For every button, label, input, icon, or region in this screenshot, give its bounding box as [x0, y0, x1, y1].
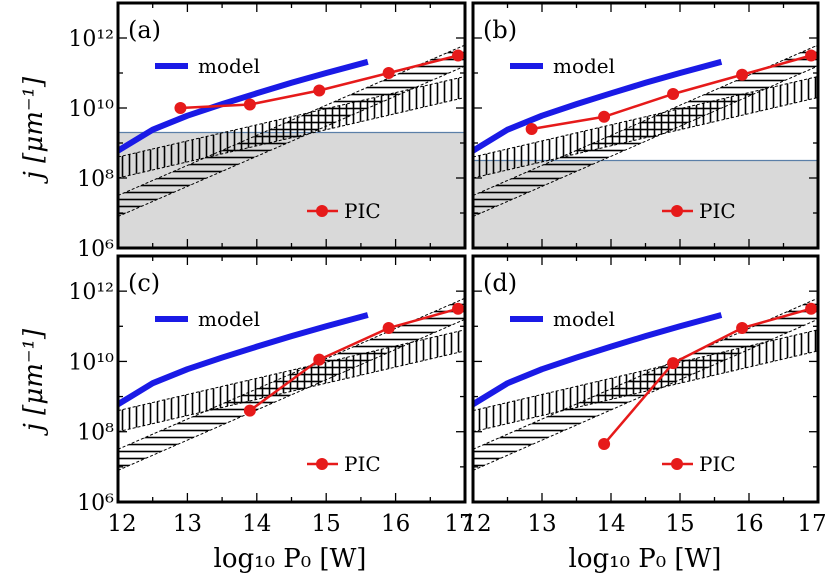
x-tick-label: 13: [173, 511, 202, 537]
pic-line: [249, 307, 459, 412]
pic-point: [667, 88, 680, 100]
y-axis-label-top: j [μm⁻¹]: [19, 76, 49, 184]
pic-point: [382, 67, 395, 79]
model-curve: [473, 58, 723, 154]
legend-pic-marker: [316, 205, 328, 217]
legend-model-label: model: [198, 307, 260, 331]
hatched-band-vertical: [473, 329, 818, 432]
x-tick-label: 16: [381, 511, 410, 537]
panel-label: (a): [128, 16, 161, 44]
legend-model-label: model: [553, 307, 615, 331]
band-lower-edge: [473, 97, 818, 179]
band-upper-edge: [473, 76, 818, 158]
plot-area: [473, 297, 818, 471]
y-tick-label: 10¹²: [68, 280, 114, 305]
x-tick-label: 12: [462, 511, 491, 537]
x-tick-label: 16: [734, 511, 763, 537]
pic-point: [805, 49, 818, 62]
x-tick-label: 17: [797, 511, 826, 537]
y-tick-label: 10⁸: [77, 167, 114, 192]
pic-point: [382, 322, 395, 335]
pic-point: [174, 102, 187, 114]
pic-point: [525, 123, 538, 135]
band-lower-edge: [473, 65, 818, 217]
y-tick-label: 10⁸: [77, 421, 114, 446]
band-lower-edge: [118, 97, 465, 179]
pic-point: [736, 68, 749, 81]
panel-label: (d): [483, 269, 517, 297]
y-tick-label: 10⁶: [77, 237, 114, 262]
band-upper-edge: [118, 329, 465, 412]
model-curve: [118, 312, 369, 407]
y-axis-label-bottom: j [μm⁻¹]: [19, 328, 49, 436]
pic-point: [598, 110, 611, 123]
x-tick-label: 14: [242, 511, 271, 537]
band-upper-edge: [118, 44, 465, 196]
x-tick-label: 15: [312, 511, 341, 537]
legend-pic-marker: [671, 205, 683, 217]
x-tick-label: 12: [107, 511, 136, 537]
model-curve: [118, 58, 369, 154]
plot-area: [118, 297, 465, 471]
hatched-band-vertical: [118, 76, 465, 178]
x-tick-label: 13: [527, 511, 556, 537]
band-upper-edge: [473, 44, 818, 196]
y-tick-label: 10⁶: [77, 491, 114, 516]
pic-point: [313, 353, 326, 366]
x-tick-label: 15: [665, 511, 694, 537]
pic-point: [805, 302, 818, 315]
pic-point: [667, 357, 680, 370]
legend-model-label: model: [198, 54, 260, 78]
hatched-band-vertical: [473, 76, 818, 178]
model-curve: [473, 312, 723, 407]
pic-point: [598, 438, 611, 451]
pic-point: [313, 84, 326, 97]
panel-label: (b): [483, 16, 517, 44]
band-upper-edge: [118, 76, 465, 158]
legend-pic-label: PIC: [699, 199, 736, 223]
band-lower-edge: [473, 350, 818, 433]
plot-area: [473, 44, 818, 248]
legend-pic-marker: [316, 458, 328, 470]
band-lower-edge: [118, 350, 465, 433]
legend-model-label: model: [553, 54, 615, 78]
y-tick-label: 10¹²: [68, 27, 114, 52]
x-axis-label-left: log₁₀ P₀ [W]: [214, 544, 367, 574]
x-axis-label-right: log₁₀ P₀ [W]: [569, 544, 722, 574]
y-tick-label: 10¹⁰: [68, 350, 114, 375]
x-tick-label: 17: [444, 511, 473, 537]
panel-label: (c): [128, 269, 160, 297]
x-tick-label: 14: [596, 511, 625, 537]
band-upper-edge: [473, 297, 818, 450]
y-tick-label: 10¹⁰: [68, 97, 114, 122]
pic-point: [243, 404, 256, 417]
pic-point: [243, 98, 256, 111]
plot-area: [118, 44, 465, 248]
band-upper-edge: [473, 329, 818, 412]
legend-pic-label: PIC: [344, 452, 381, 476]
pic-point: [452, 302, 465, 315]
band-lower-edge: [473, 318, 818, 471]
pic-line: [603, 307, 812, 445]
legend-pic-label: PIC: [344, 199, 381, 223]
legend-pic-marker: [671, 458, 683, 470]
pic-point: [452, 49, 465, 62]
legend-pic-label: PIC: [699, 452, 736, 476]
pic-point: [736, 322, 749, 335]
